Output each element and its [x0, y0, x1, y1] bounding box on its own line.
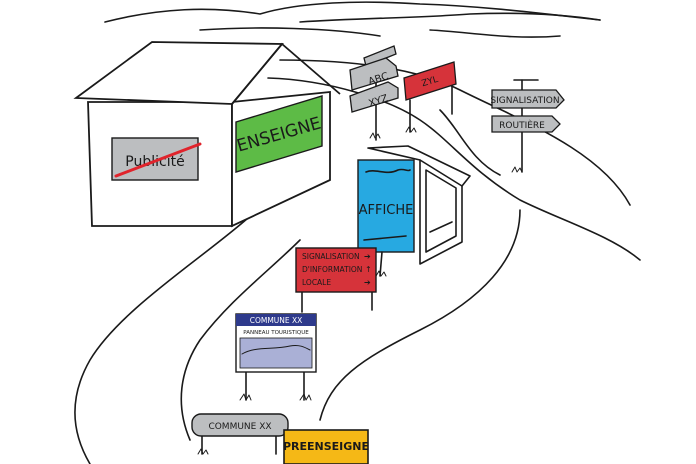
tourist-panel-header [236, 314, 316, 326]
enseigne-sign [235, 95, 323, 173]
arrow-right-icon-2: ➔ [364, 278, 371, 287]
routiere-label: ROUTIÈRE [499, 119, 545, 131]
preenseigne-board [283, 429, 369, 464]
commune-sign: COMMUNE XX [191, 413, 289, 455]
red-small-label: ZYL [421, 75, 440, 89]
local-info-sign: SIGNALISATION D'INFORMATION LOCALE ➔ ↑ ➔ [295, 247, 377, 313]
affiche-label: AFFICHE [359, 203, 414, 218]
grass-tufts [197, 126, 523, 455]
local-info-line2: D'INFORMATION [302, 265, 362, 274]
arrow-up-icon: ↑ [365, 265, 372, 274]
roads [74, 59, 641, 464]
hills [104, 1, 601, 38]
signalisation-label: SIGNALISATION [490, 96, 559, 106]
preenseigne-label: PREENSEIGNE [283, 440, 369, 453]
crossout-line [114, 142, 202, 178]
local-info-line1: SIGNALISATION [302, 252, 360, 261]
preenseigne-sign: PREENSEIGNE [283, 429, 369, 464]
commune-board [191, 413, 289, 437]
tourist-panel: COMMUNE XX PANNEAU TOURISTIQUE [235, 313, 317, 401]
local-info-line3: LOCALE [302, 278, 331, 287]
tourist-subtitle: PANNEAU TOURISTIQUE [243, 330, 309, 336]
arrow-right-icon: ➔ [364, 252, 371, 261]
tourist-landscape [239, 337, 313, 369]
signalisation-routiere-post: SIGNALISATION ROUTIÈRE [490, 79, 565, 173]
commune-label: COMMUNE XX [208, 422, 271, 432]
tourist-commune-label: COMMUNE XX [250, 316, 303, 325]
local-info-board [295, 247, 377, 293]
direction-post: ABC XYZ [349, 45, 399, 141]
red-small-sign: ZYL [403, 61, 457, 133]
house: Publicité ENSEIGNE [73, 41, 341, 228]
bus-shelter: AFFICHE [357, 145, 471, 277]
